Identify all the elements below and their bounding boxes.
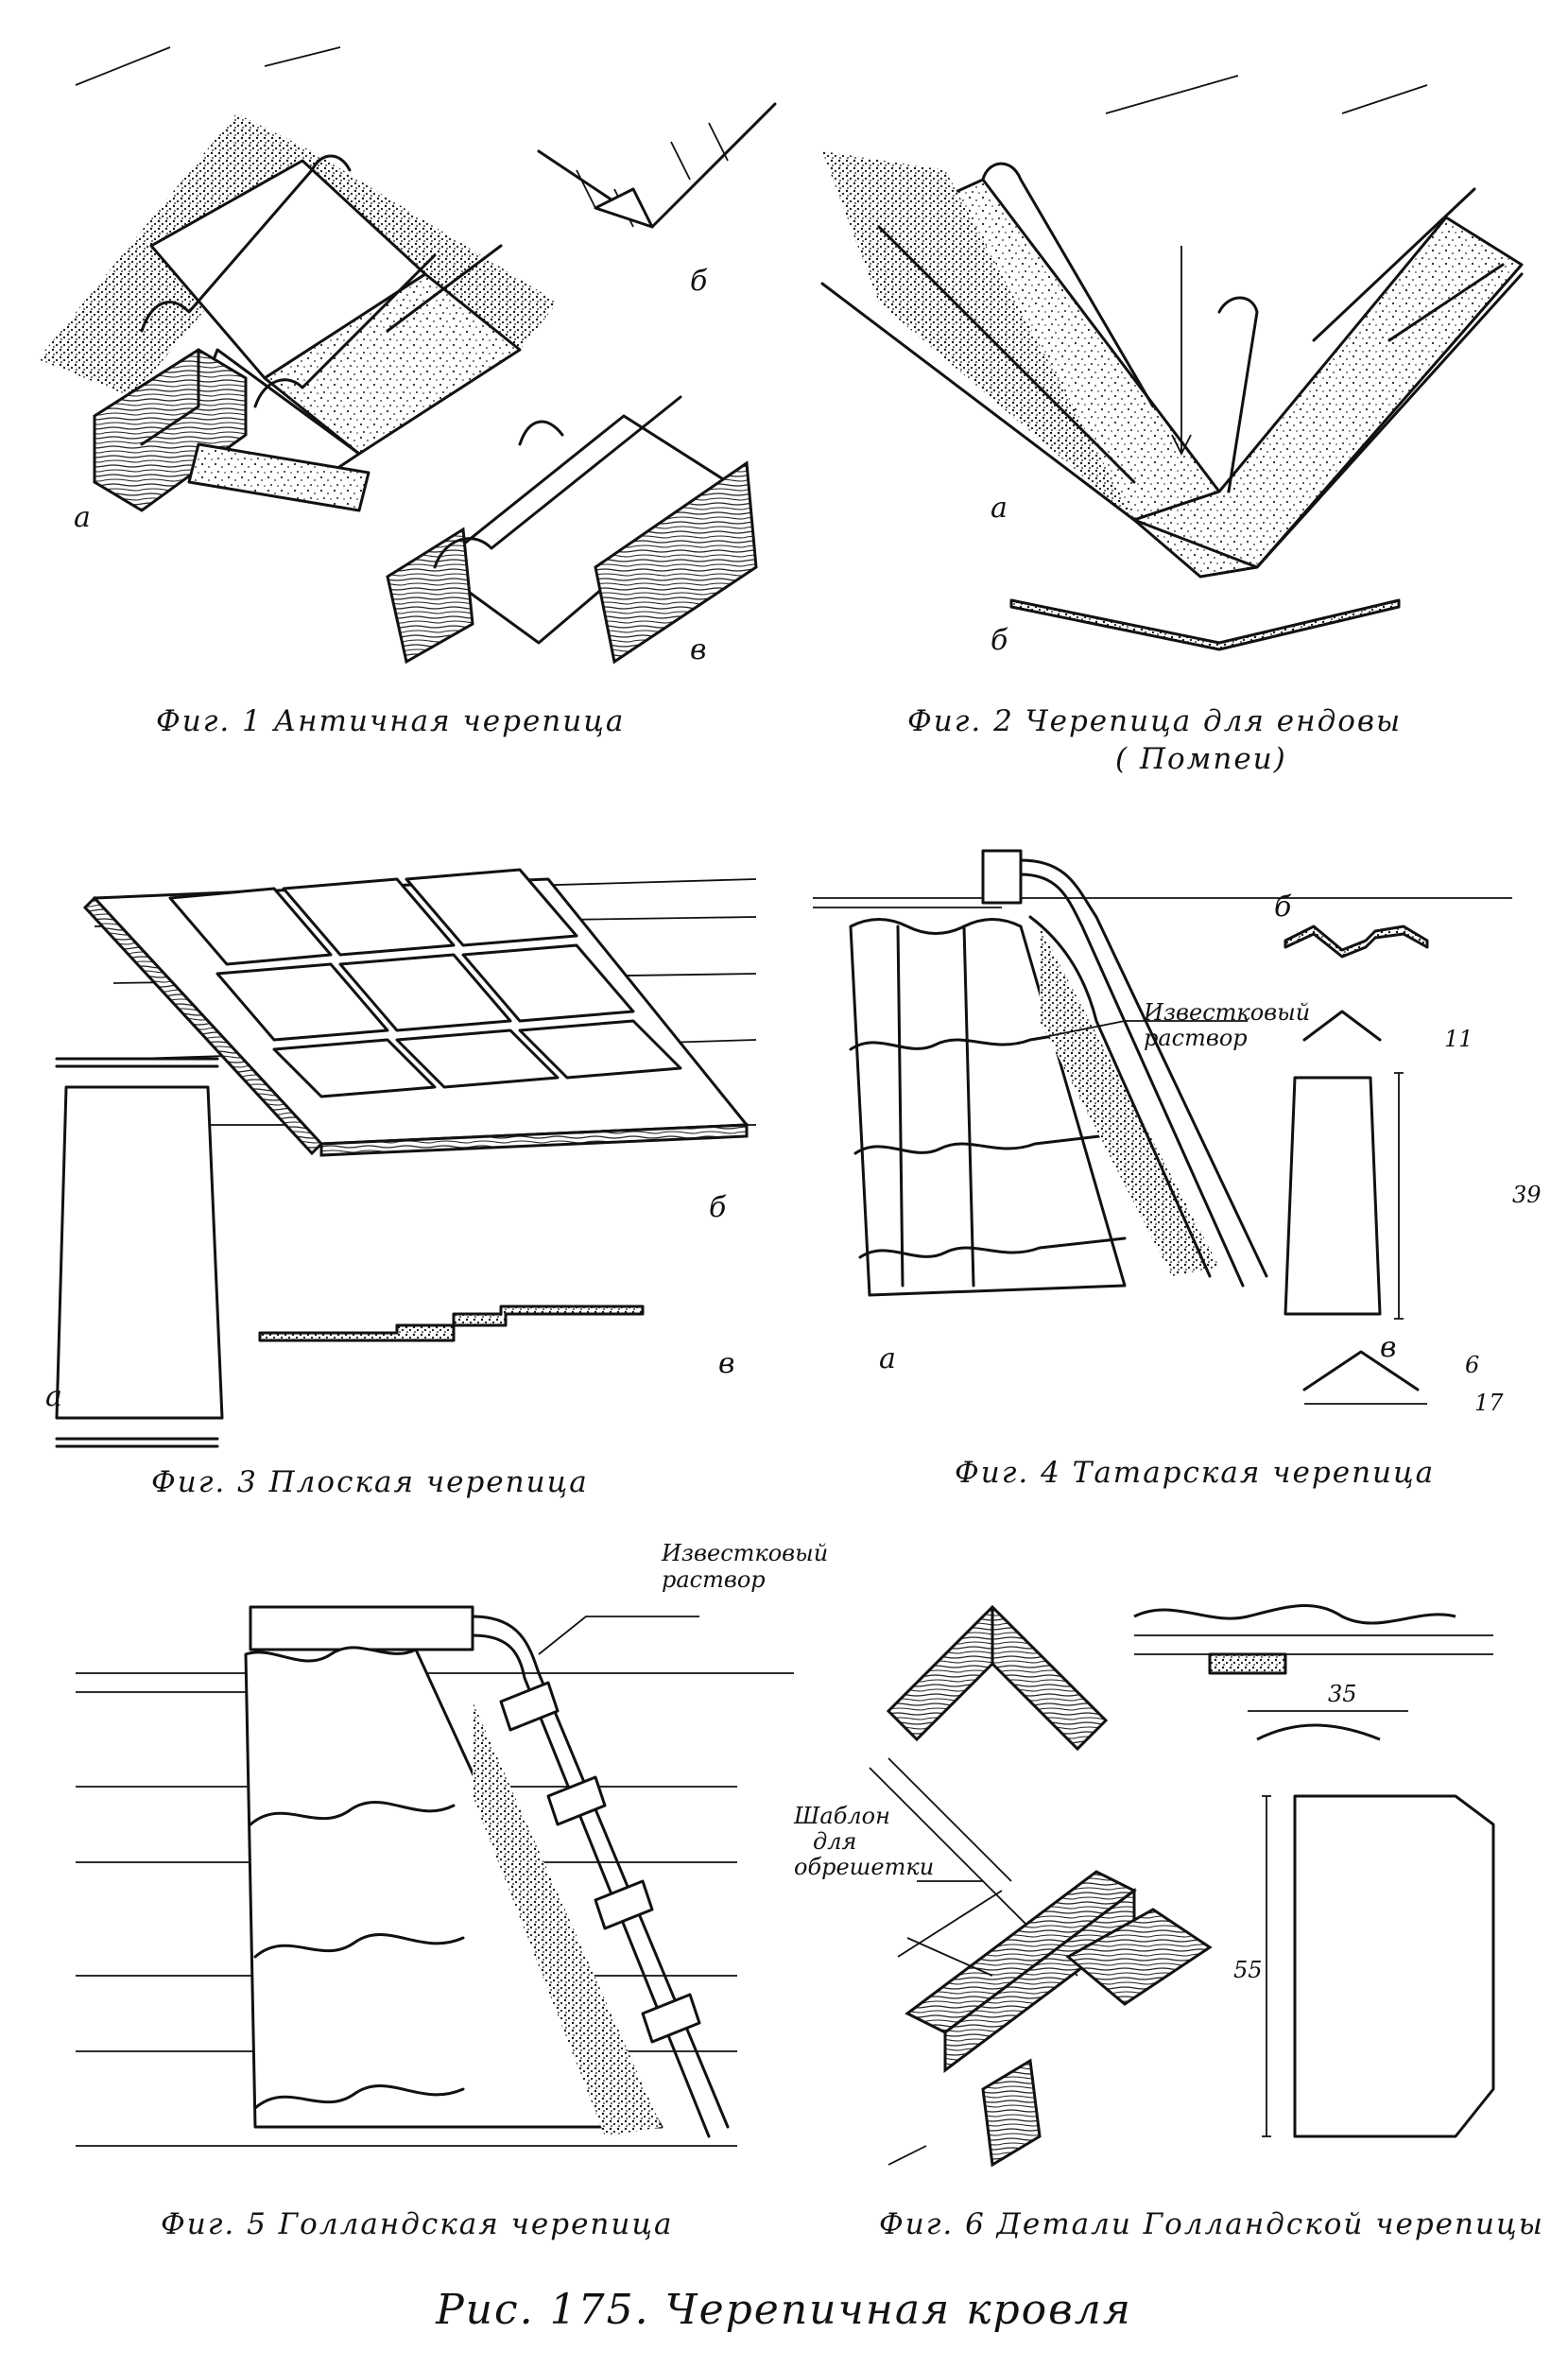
fig5-note-line1: Известковый [662,1540,829,1566]
fig5-caption: Фиг. 5 Голландская черепица [161,2207,674,2241]
fig6-dutch-tile-details-drawing: Шаблон для обрешетки 35 55 [794,1560,1550,2184]
page-title: Рис. 175. Черепичная кровля [436,2286,1132,2334]
fig4-note-line1: Известковый [1144,999,1311,1026]
fig6-note-line2: для [813,1828,857,1855]
fig4-label-a: а [879,1342,896,1375]
fig3-caption: Фиг. 3 Плоская черепица [151,1465,589,1499]
fig2-caption-line1: Фиг. 2 Черепица для ендовы [907,704,1403,738]
fig1-label-a: а [74,501,91,534]
fig6-svg [869,1604,1495,2168]
fig1-caption: Фиг. 1 Античная черепица [156,704,626,738]
fig4-tatar-tile-drawing: Известковый раствор а б в 11 39 6 17 [813,832,1550,1437]
fig6-dim-width: 35 [1328,1681,1357,1707]
fig6-caption: Фиг. 6 Детали Голландской черепицы [879,2207,1544,2241]
fig2-valley-tile-drawing: а б [820,75,1541,681]
fig6-note-line1: Шаблон [794,1803,890,1829]
fig1-svg [38,46,777,665]
fig4-label-b: б [1274,890,1292,924]
fig1-label-v: в [690,633,707,666]
fig5-note-line2: раствор [662,1566,766,1593]
fig5-svg [76,1605,794,2147]
fig2-label-a: а [991,492,1008,525]
fig4-dim-small: 6 [1465,1352,1480,1378]
fig4-dim-bottom: 17 [1474,1390,1504,1416]
fig4-svg [813,849,1512,1405]
fig2-svg [820,75,1524,651]
fig4-caption: Фиг. 4 Татарская черепица [955,1456,1436,1490]
fig5-dutch-tile-drawing: Известковый раствор [57,1541,832,2184]
fig2-label-b: б [991,624,1008,657]
fig4-note-line2: раствор [1144,1025,1248,1051]
fig4-dim-top: 11 [1444,1026,1473,1052]
fig3-label-v: в [718,1347,735,1380]
fig4-label-v: в [1380,1331,1397,1364]
fig4-dim-height: 39 [1512,1182,1542,1208]
fig3-label-b: б [709,1191,727,1224]
fig1-label-b: б [690,265,708,298]
fig6-dim-height: 55 [1233,1957,1263,1983]
fig3-flat-tile-drawing: а б в [45,841,775,1448]
fig2-caption-line2: ( Помпеи) [1115,742,1287,776]
fig3-svg [55,868,757,1448]
fig3-label-a: а [45,1380,62,1413]
fig1-antique-tile-drawing: а б в [28,38,777,700]
fig6-note-line3: обрешетки [794,1854,935,1880]
